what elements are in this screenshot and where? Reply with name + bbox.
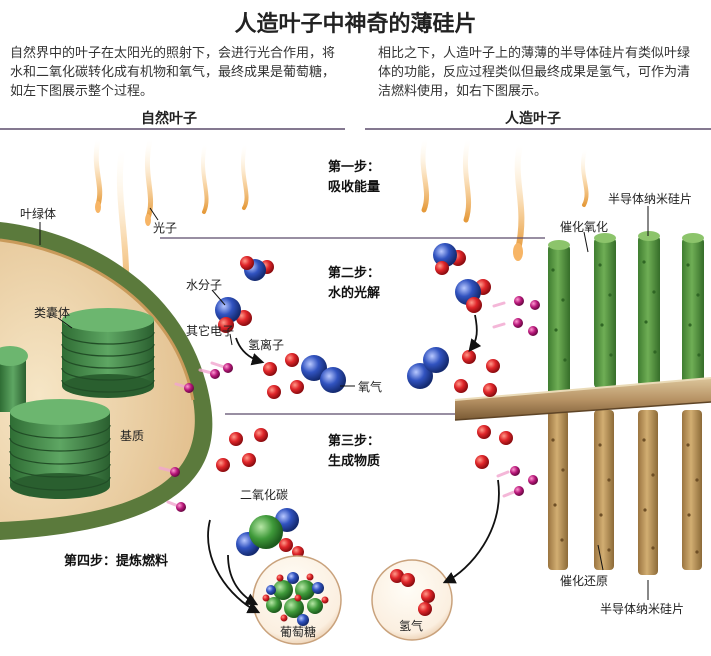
label-electron: 其它电子 xyxy=(186,324,235,338)
step-2: 第二步： 水的光解 xyxy=(314,264,394,304)
column-heading-natural: 自然叶子 xyxy=(141,111,197,127)
silicon-plate xyxy=(454,377,711,421)
intro-natural: 自然界中的叶子在太阳光的照射下，会进行光合作用，将水和二氧化碳转化成有机物和氧气… xyxy=(10,46,336,99)
oxygen-molecule xyxy=(301,355,346,393)
water-molecule xyxy=(433,243,466,275)
label-water-molecule: 水分子 xyxy=(186,278,223,292)
thylakoid-stacks xyxy=(0,308,155,499)
label-co2: 二氧化碳 xyxy=(240,488,289,502)
nanorod xyxy=(548,410,568,570)
step-3-label: 第三步： xyxy=(327,434,380,449)
label-nano-silicon-bottom: 半导体纳米硅片 xyxy=(600,602,685,616)
column-heading-artificial: 人造叶子 xyxy=(505,111,561,127)
label-catalyst-oxidation: 催化氧化 xyxy=(560,220,609,234)
step-2-label: 第二步： xyxy=(327,266,380,281)
thylakoid-stack xyxy=(61,308,155,398)
thylakoid-stack xyxy=(0,346,28,412)
glucose-bubble xyxy=(252,555,342,645)
label-chloroplast: 叶绿体 xyxy=(20,207,57,221)
co2-molecule xyxy=(236,508,304,558)
nanorod xyxy=(682,233,704,388)
thylakoid-stack xyxy=(9,399,111,499)
water-molecule xyxy=(215,297,252,333)
label-oxygen: 氧气 xyxy=(358,380,383,394)
step-dividers xyxy=(160,237,545,415)
label-thylakoid: 类囊体 xyxy=(34,306,71,320)
step-1: 第一步： 吸收能量 xyxy=(316,158,392,198)
label-catalyst-reduction: 催化还原 xyxy=(560,574,609,588)
step-1-name: 吸收能量 xyxy=(327,180,380,195)
nanorod xyxy=(594,233,616,388)
page-title: 人造叶子中神奇的薄硅片 xyxy=(234,11,477,37)
step-4: 第四步：提炼燃料 xyxy=(64,554,169,569)
step-1-label: 第一步： xyxy=(327,160,380,175)
nanorod xyxy=(638,231,660,386)
water-molecules xyxy=(215,243,491,333)
oxygen-molecule xyxy=(407,347,449,389)
reduction-nanorods xyxy=(548,410,702,575)
label-glucose: 葡萄糖 xyxy=(280,625,317,639)
step-2-name: 水的光解 xyxy=(327,286,380,301)
hydrogen-ions xyxy=(216,350,513,472)
oxygen-molecules xyxy=(301,347,449,393)
nanorod xyxy=(682,410,702,570)
water-molecule xyxy=(240,256,274,281)
photon-rays xyxy=(93,137,589,315)
nanorod xyxy=(594,410,614,570)
oxidation-nanorods xyxy=(548,231,704,395)
step-3: 第三步： 生成物质 xyxy=(314,432,394,472)
label-stroma: 基质 xyxy=(120,429,145,443)
label-nano-silicon-top: 半导体纳米硅片 xyxy=(608,192,693,206)
electrons xyxy=(158,296,540,512)
leader-lines xyxy=(39,206,649,600)
water-molecule xyxy=(455,279,491,313)
label-hydrogen-gas: 氢气 xyxy=(399,619,424,633)
label-hydrogen-ion: 氢离子 xyxy=(248,338,285,352)
hydrogen-bubble xyxy=(371,559,453,641)
nanorod xyxy=(638,410,658,575)
intro-artificial: 相比之下，人造叶子上的薄薄的半导体硅片有类似叶绿体的功能，反应过程类似但最终成果… xyxy=(378,46,691,99)
flow-arrows xyxy=(207,314,500,614)
nanorod xyxy=(548,240,570,395)
label-photon: 光子 xyxy=(153,221,178,235)
step-3-name: 生成物质 xyxy=(327,454,380,469)
